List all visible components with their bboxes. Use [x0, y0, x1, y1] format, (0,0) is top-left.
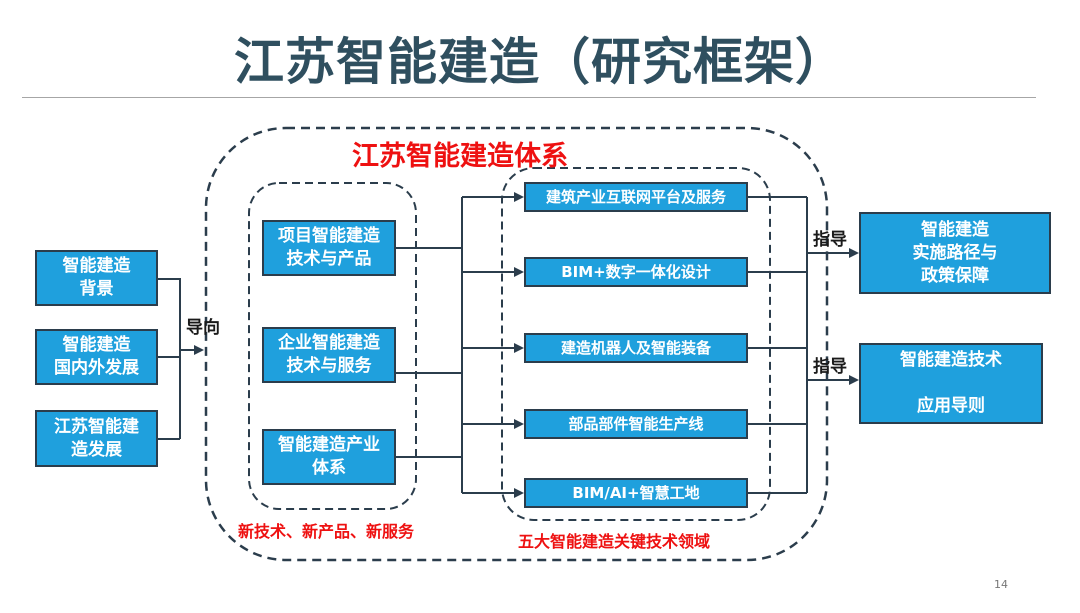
middle-caption: 新技术、新产品、新服务 [238, 522, 415, 541]
key-areas-caption: 五大智能建造关键技术领域 [518, 532, 711, 551]
arrow-output-2 [849, 375, 859, 385]
slide-title: 江苏智能建造（研究框架） [234, 33, 846, 91]
connector-inputs [158, 278, 196, 440]
middle-box-enterprise: 企业智能建造 技术与服务 [262, 327, 396, 383]
connector-middle [396, 196, 516, 494]
arrow-key-1 [514, 192, 524, 202]
input-box-development: 智能建造 国内外发展 [35, 329, 158, 385]
connectors [158, 196, 850, 494]
direct-label-1: 指导 [813, 230, 847, 250]
key-area-production-line: 部品部件智能生产线 [524, 409, 748, 439]
key-area-robots: 建造机器人及智能装备 [524, 333, 748, 363]
connector-outputs [748, 196, 850, 494]
system-label: 江苏智能建造体系 [352, 141, 568, 172]
output-box-policy: 智能建造 实施路径与 政策保障 [859, 212, 1051, 294]
middle-box-industry: 智能建造产业 体系 [262, 429, 396, 485]
key-areas-frame [501, 167, 771, 521]
arrow-key-4 [514, 419, 524, 429]
input-box-background: 智能建造 背景 [35, 250, 158, 306]
arrow-output-1 [849, 248, 859, 258]
guide-label: 导向 [186, 318, 220, 338]
system-frame [204, 126, 829, 562]
title-divider [22, 97, 1036, 98]
key-area-internet-platform: 建筑产业互联网平台及服务 [524, 182, 748, 212]
input-box-jiangsu: 江苏智能建 造发展 [35, 410, 158, 467]
arrow-key-2 [514, 267, 524, 277]
direct-label-2: 指导 [813, 357, 847, 377]
arrow-key-5 [514, 488, 524, 498]
middle-frame [248, 182, 417, 510]
arrowheads [194, 192, 859, 498]
page-number: 14 [994, 578, 1008, 591]
key-area-bim-design: BIM+数字一体化设计 [524, 257, 748, 287]
output-box-guideline: 智能建造技术 应用导则 [859, 343, 1043, 424]
key-area-smart-site: BIM/AI+智慧工地 [524, 478, 748, 508]
arrow-key-3 [514, 343, 524, 353]
arrow-guide [194, 345, 204, 355]
middle-box-project: 项目智能建造 技术与产品 [262, 220, 396, 276]
